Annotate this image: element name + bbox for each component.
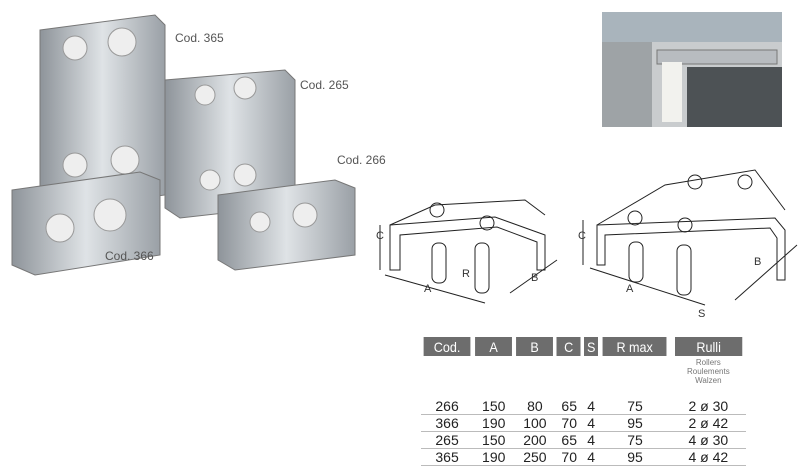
dim-a-small: A [424,283,432,295]
cell: 366 [421,414,474,432]
large-bracket-diagram [582,169,798,306]
col-s: S [583,337,599,356]
dim-c-large: C [578,230,586,242]
cell: 65 [555,431,583,449]
rulli-translations: Rollers Roulements Walzen [671,356,746,398]
col-c: C [556,337,582,356]
product-photo [11,14,356,276]
cell: 95 [599,414,671,432]
cell: 266 [421,398,474,415]
cell: 365 [421,448,474,466]
cell: 75 [599,398,671,415]
cell: 2 ø 42 [670,414,746,432]
label-cod-265: Cod. 265 [300,78,349,92]
cell: 2 ø 30 [670,398,746,415]
dim-c-small: C [376,230,384,242]
col-rulli: Rulli [674,337,743,356]
cell: 4 ø 42 [670,448,746,466]
cell: 4 [582,398,600,415]
cell: 150 [473,398,515,415]
roulements-text: Roulements [687,367,730,376]
cell: 265 [421,431,474,449]
cell: 80 [514,398,556,415]
cell: 200 [514,431,556,449]
installation-photo [602,12,782,127]
cell: 4 [582,431,600,449]
dim-r-small: R [462,268,470,280]
dim-a-large: A [626,283,634,295]
cell: 75 [599,431,671,449]
label-cod-266: Cod. 266 [337,153,386,167]
rollers-text: Rollers [695,358,721,367]
cell: 70 [555,414,583,432]
cell: 70 [555,448,583,466]
dimensions-table: Cod. A B C S R max Rulli Rollers Rouleme… [421,337,746,466]
cell: 190 [473,448,515,466]
small-bracket-diagram [379,199,558,304]
dim-b-small: B [531,272,539,284]
col-cod: Cod. [423,337,471,356]
cell: 190 [473,414,515,432]
cell: 100 [514,414,556,432]
col-rmax: R max [602,337,668,356]
cell: 95 [599,448,671,466]
cell: 150 [473,431,515,449]
table-header: Cod. A B C S R max Rulli [421,337,746,356]
label-cod-365: Cod. 365 [175,31,224,45]
dim-s-large: S [698,308,706,320]
col-a: A [475,337,513,356]
dim-b-large: B [754,256,762,268]
cell: 4 [582,448,600,466]
cell: 65 [555,398,583,415]
walzen-text: Walzen [695,376,722,385]
cell: 250 [514,448,556,466]
label-cod-366: Cod. 366 [105,249,154,263]
cell: 4 [582,414,600,432]
col-b: B [516,337,554,356]
cell: 4 ø 30 [670,431,746,449]
